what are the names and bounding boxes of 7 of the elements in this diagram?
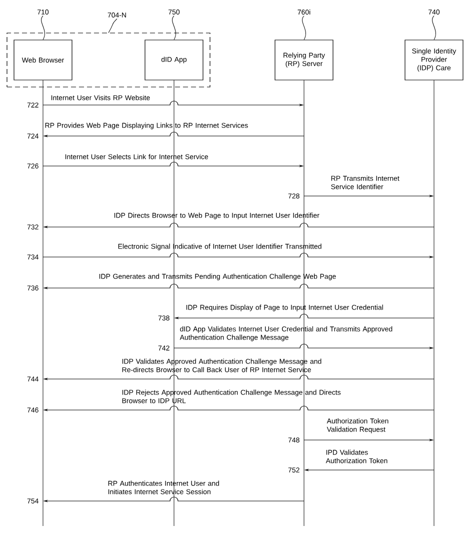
leader-line	[172, 16, 176, 40]
group-box	[6, 32, 210, 88]
leader-line	[108, 18, 118, 33]
leader-line	[432, 16, 436, 40]
lifeline	[42, 80, 44, 526]
leader-line	[302, 16, 306, 40]
leader-line	[41, 16, 45, 40]
